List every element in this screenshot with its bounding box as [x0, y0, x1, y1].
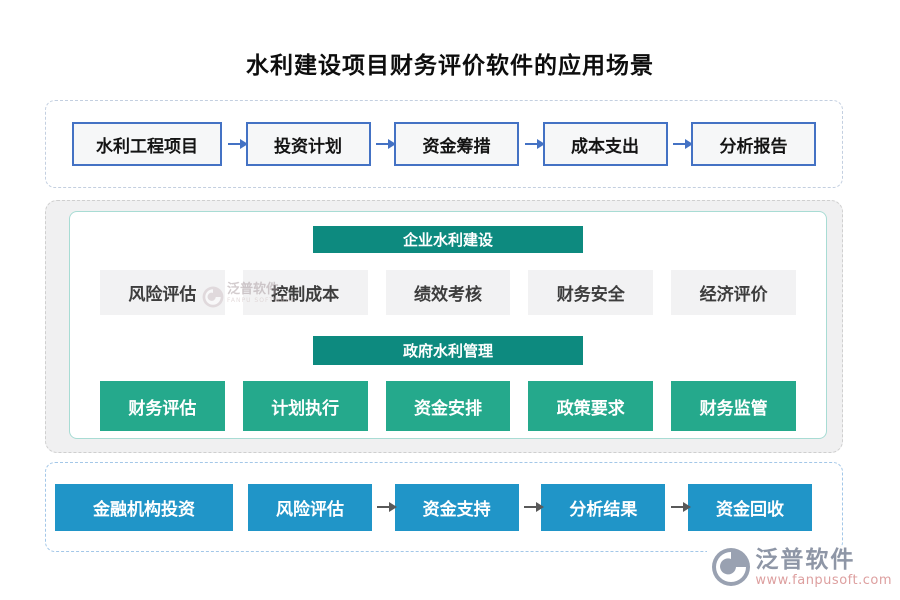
flow-step-box: 成本支出 [542, 122, 668, 166]
arrow-right-icon [519, 502, 544, 512]
arrow-right-icon [371, 139, 397, 149]
flow-step-box: 资金支持 [394, 483, 519, 531]
fanpu-logo-icon [712, 548, 751, 586]
scenarios-panel: 企业水利建设 风险评估 控制成本 绩效考核 财务安全 经济评价 政府水利管理 财… [45, 200, 843, 453]
flow-step-box: 金融机构投资 [55, 483, 233, 531]
flow-step-box: 风险评估 [248, 483, 372, 531]
flow-step-box: 分析结果 [541, 483, 666, 531]
arrow-right-icon [222, 139, 248, 149]
arrow-right-icon [519, 139, 545, 149]
government-item-box: 政策要求 [528, 381, 654, 431]
government-section-header: 政府水利管理 [313, 336, 583, 365]
government-item-box: 财务监管 [671, 381, 796, 431]
government-item-box: 财务评估 [100, 381, 225, 431]
flow-step-box: 水利工程项目 [72, 122, 222, 166]
enterprise-item-box: 控制成本 [242, 270, 368, 315]
flow-step-box: 分析报告 [691, 122, 816, 166]
fanpu-logo-name: 泛普软件 [755, 547, 856, 573]
page-title: 水利建设项目财务评价软件的应用场景 [246, 53, 654, 79]
enterprise-section-header: 企业水利建设 [313, 226, 583, 253]
enterprise-item-box: 财务安全 [528, 270, 654, 315]
bottom-flow-panel: 金融机构投资 风险评估 资金支持 分析结果 资金回收 [45, 462, 843, 552]
scenarios-inner-panel: 企业水利建设 风险评估 控制成本 绩效考核 财务安全 经济评价 政府水利管理 财… [69, 211, 827, 439]
flow-step-box: 资金筹措 [394, 122, 519, 166]
flow-step-box: 资金回收 [688, 483, 813, 531]
arrow-right-icon [665, 502, 691, 512]
fanpu-logo-url: www.fanpusoft.com [755, 573, 892, 588]
government-item-row: 财务评估 计划执行 资金安排 政策要求 财务监管 [100, 381, 796, 431]
enterprise-item-box: 绩效考核 [385, 270, 511, 315]
flow-step-box: 投资计划 [245, 122, 371, 166]
enterprise-item-box: 经济评价 [671, 270, 796, 315]
enterprise-item-row: 风险评估 控制成本 绩效考核 财务安全 经济评价 [100, 270, 796, 315]
fanpu-logo: 泛普软件 www.fanpusoft.com [707, 547, 892, 588]
arrow-right-icon [668, 139, 694, 149]
enterprise-item-box: 风险评估 [100, 270, 225, 315]
government-item-box: 资金安排 [385, 381, 511, 431]
arrow-right-icon [372, 502, 398, 512]
government-item-box: 计划执行 [242, 381, 368, 431]
top-flow-panel: 水利工程项目 投资计划 资金筹措 成本支出 分析报告 [45, 100, 843, 188]
